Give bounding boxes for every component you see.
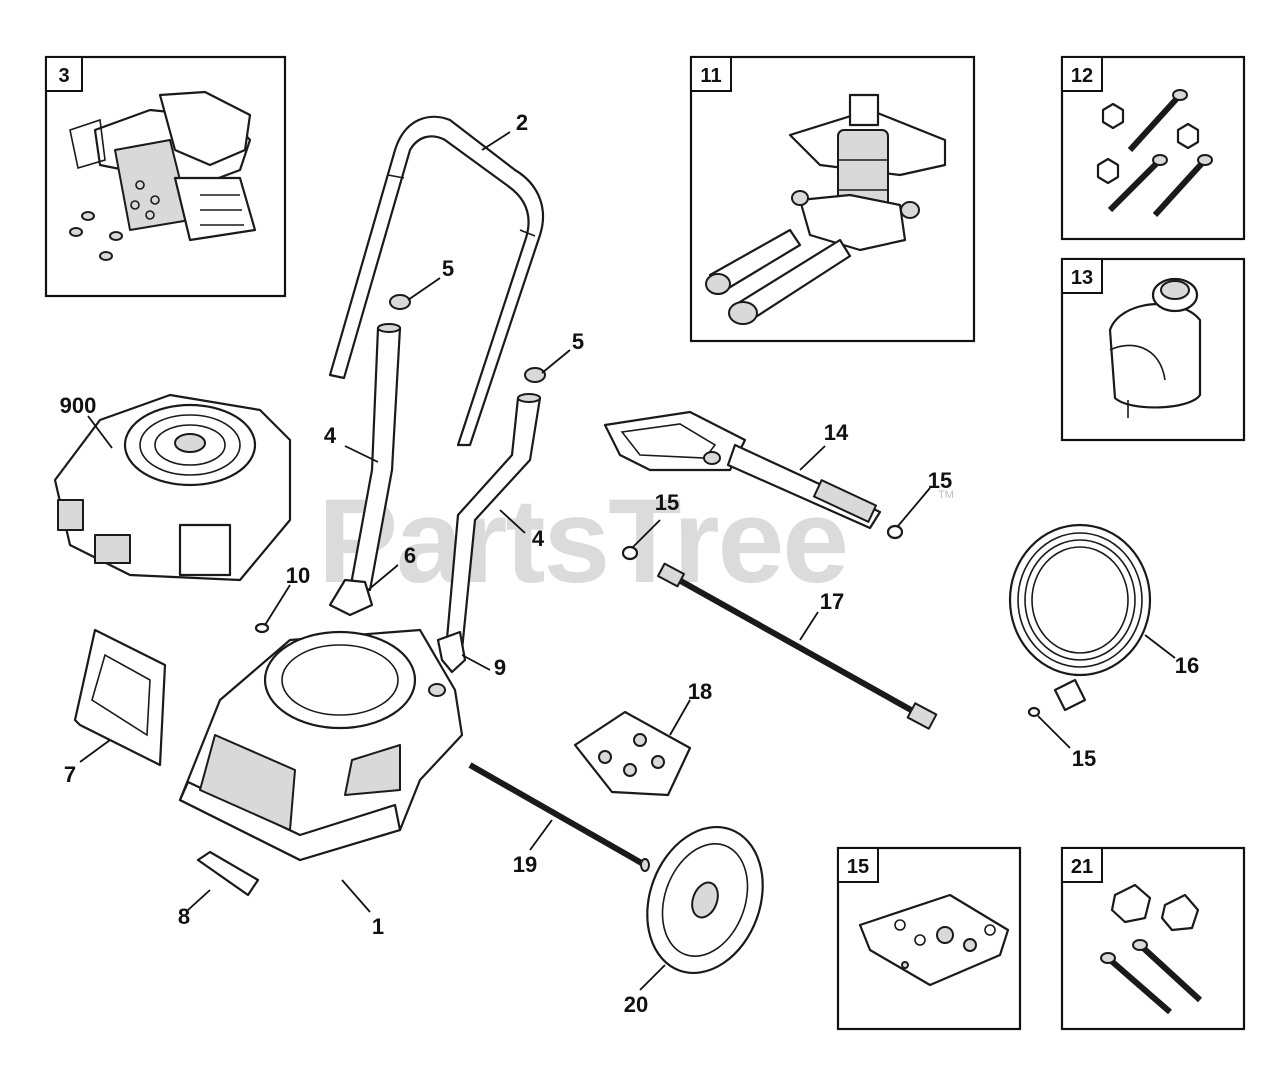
panel-11: 11 [689,55,976,343]
leader-lines [79,131,1176,991]
panel-3-number: 3 [58,65,69,87]
callout-900: 900 [60,393,97,418]
callout-18: 18 [688,679,712,704]
watermark: PartsTree TM [318,474,954,608]
callout-7: 7 [64,762,76,787]
callout-15-gun: 15 [928,468,952,493]
washer-15b-part [886,524,904,540]
tube-left-part [348,323,402,592]
bolts-nuts-illustration [1096,89,1213,218]
callout-19: 19 [513,852,537,877]
panel-12: 12 [1060,55,1246,241]
panel-15: 15 [836,846,1022,1031]
fuel-tank-illustration [1108,277,1202,418]
panel-3: 3 [44,55,287,298]
knobs-bolts-illustration [1100,883,1203,1015]
callout-4-right: 4 [532,526,545,551]
callout-5-right: 5 [572,329,584,354]
callout-4-left: 4 [324,423,337,448]
hose-part [1008,523,1152,712]
connector-9-part [436,630,467,674]
spray-gun-part [603,410,882,530]
control-panel-illustration [69,90,257,261]
axle-part [468,762,650,872]
watermark-trademark: TM [938,489,954,501]
panel-11-number: 11 [700,65,721,87]
panel-21: 21 [1060,846,1246,1031]
wand-part [657,562,938,730]
nozzle-kit-illustration [858,893,1010,987]
ring-10-part [254,622,270,634]
callout-10: 10 [286,563,310,588]
panel-13: 13 [1060,257,1246,442]
washer-15a-part [621,545,639,561]
callout-15-wand: 15 [655,490,679,515]
callout-20: 20 [624,992,648,1017]
callout-labels: 2 5 5 900 4 4 6 10 9 7 8 1 14 15 15 15 1… [60,110,1200,1017]
callout-14: 14 [824,420,849,445]
foot-8-part [196,850,260,897]
callout-17: 17 [820,589,844,614]
watermark-text: PartsTree [318,474,847,608]
washer-15c-part [1027,706,1041,718]
bracket-7-part [73,628,167,767]
panel-12-number: 12 [1071,65,1093,87]
callout-15-hose: 15 [1072,746,1096,771]
panel-13-number: 13 [1071,267,1093,289]
callout-16: 16 [1175,653,1199,678]
engine-part [53,393,292,582]
callout-8: 8 [178,904,190,929]
panel-21-number: 21 [1071,856,1093,878]
connector-6-part [328,578,374,617]
nozzle-bag-part [573,710,692,797]
cap-left-part [389,294,411,310]
callout-5-left: 5 [442,256,454,281]
handle-part [328,115,544,447]
cap-right-part [524,367,546,383]
frame-part [178,628,464,862]
wheel-part [646,825,764,975]
pump-illustration [705,93,947,325]
callout-2: 2 [516,110,528,135]
callout-1: 1 [372,914,384,939]
callout-6: 6 [404,543,416,568]
panel-15-number: 15 [847,856,869,878]
callout-9: 9 [494,655,506,680]
